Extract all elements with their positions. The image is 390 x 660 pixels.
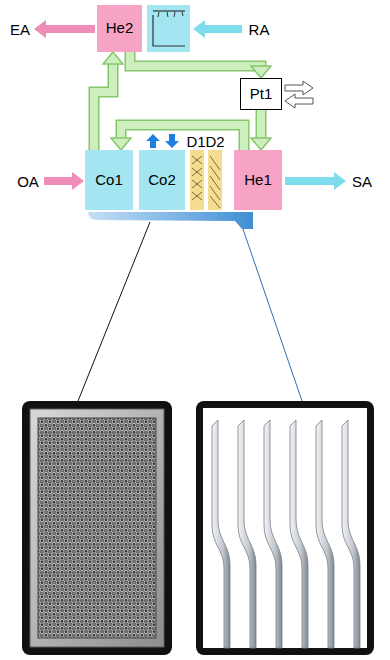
photo-background bbox=[203, 408, 367, 648]
heat-exchanger-box: He1 bbox=[234, 150, 282, 210]
fin bbox=[342, 420, 360, 648]
flow-arrow bbox=[130, 52, 271, 78]
pump-in-arrow bbox=[285, 94, 313, 108]
arrowhead bbox=[111, 138, 131, 150]
pump-box: Pt1 bbox=[240, 78, 282, 110]
fin bbox=[238, 420, 256, 648]
d2-bar bbox=[208, 150, 222, 210]
arrowhead bbox=[103, 52, 123, 64]
fin bbox=[264, 420, 282, 648]
d1-cross-pattern bbox=[192, 156, 202, 200]
flow-arrow-outline bbox=[121, 125, 244, 150]
arrowhead bbox=[251, 138, 271, 150]
spray-drops bbox=[158, 12, 183, 17]
supply-air-arrow bbox=[285, 172, 346, 190]
flow-label: EA bbox=[10, 22, 30, 37]
fin bbox=[212, 420, 230, 648]
flow-label: SA bbox=[352, 174, 372, 189]
pump-out-arrow bbox=[285, 81, 313, 95]
return-air-arrow bbox=[193, 20, 242, 38]
spray-pipe bbox=[153, 10, 185, 11]
cooler-box: Co1 bbox=[85, 150, 133, 210]
fin bbox=[316, 420, 334, 648]
water-up-arrow bbox=[146, 134, 160, 148]
photo-frame bbox=[22, 401, 172, 655]
node-label: Co1 bbox=[95, 172, 123, 189]
cooler-box: Co2 bbox=[139, 150, 185, 210]
flow-arrow-outline bbox=[94, 62, 113, 150]
component-bracket bbox=[88, 212, 253, 229]
flow-label: RA bbox=[249, 22, 270, 37]
node-label: He2 bbox=[106, 20, 134, 37]
photo-frame bbox=[196, 401, 374, 655]
node-label: Pt1 bbox=[250, 86, 273, 103]
flow-arrow-outline bbox=[256, 110, 267, 140]
flow-arrow-fill bbox=[257, 110, 265, 140]
flow-arrow-outline bbox=[130, 52, 261, 68]
flow-arrow bbox=[251, 110, 271, 150]
exhaust-air-arrow bbox=[34, 20, 95, 38]
flow-arrow-fill bbox=[130, 52, 261, 68]
heat-exchanger-fins bbox=[212, 420, 360, 648]
node-label: He1 bbox=[244, 172, 272, 189]
heat-exchanger-box: He2 bbox=[97, 5, 142, 52]
fin bbox=[290, 420, 308, 648]
humidifier-box bbox=[147, 5, 190, 52]
d2-diagonal-pattern bbox=[210, 156, 220, 208]
outdoor-air-arrow bbox=[44, 172, 84, 190]
flow-arrow bbox=[111, 125, 244, 150]
node-label: Co2 bbox=[148, 172, 176, 189]
water-tray bbox=[153, 15, 185, 46]
flow-label: D1 bbox=[186, 134, 205, 149]
flow-label: OA bbox=[17, 174, 39, 189]
honeycomb-mesh bbox=[38, 418, 156, 638]
arrowhead bbox=[251, 66, 271, 78]
leader-line bbox=[243, 229, 302, 401]
water-down-arrow bbox=[165, 134, 179, 148]
d1-bar bbox=[190, 150, 204, 210]
flow-arrow-fill bbox=[121, 125, 244, 150]
leader-line bbox=[78, 222, 150, 401]
flow-arrow-fill bbox=[94, 62, 113, 150]
flow-label: D2 bbox=[205, 134, 224, 149]
filter-frame bbox=[30, 409, 164, 647]
